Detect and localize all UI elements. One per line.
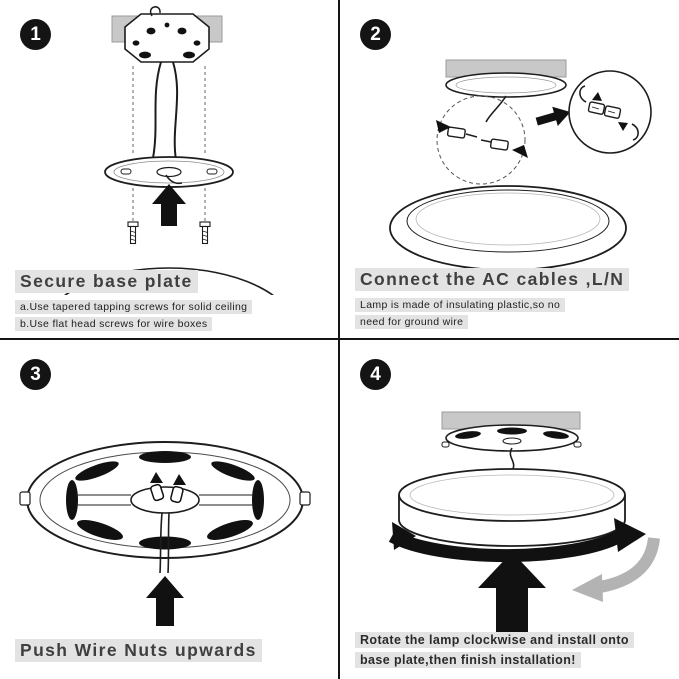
wire [152, 61, 162, 159]
step-4-panel: 4 [340, 340, 679, 679]
lamp-body-icon [389, 185, 627, 271]
step-1-panel: 1 [0, 0, 340, 340]
push-wire-nuts-illustration [19, 441, 311, 626]
wire-connector-right-icon [480, 138, 509, 151]
focus-dashed-circle [436, 95, 526, 185]
base-plate-icon [441, 424, 582, 452]
push-arrow-icon [512, 145, 528, 158]
base-plate-icon [445, 72, 567, 98]
step-2-number-badge: 2 [360, 19, 391, 50]
step-2-note-line2: need for ground wire [355, 314, 671, 329]
step-2-panel: 2 [340, 0, 679, 340]
wire [485, 95, 507, 123]
step-3-title: Push Wire Nuts upwards [15, 639, 262, 662]
push-arrow-icon [436, 120, 451, 133]
up-arrow-icon [146, 576, 184, 626]
step-3-panel: 3 [0, 340, 340, 679]
base-plate-icon [104, 156, 234, 188]
step-1-number-badge: 1 [20, 19, 51, 50]
wire [167, 512, 170, 574]
detail-arrow-icon [535, 106, 571, 126]
step-4-title-line2: base plate,then finish installation! [355, 651, 671, 670]
wire-connector-left-icon [446, 126, 478, 139]
magnified-connection-icon [568, 70, 652, 154]
step-1-title: Secure base plate [15, 269, 198, 293]
step-1-note-b: b.Use flat head screws for wire boxes [15, 316, 330, 331]
up-arrow-icon [152, 184, 186, 226]
step-4-number-badge: 4 [360, 359, 391, 390]
step-2-caption: Connect the AC cables ,L/N Lamp is made … [355, 267, 671, 329]
rotation-arrow-gray-icon [572, 537, 660, 602]
step-4-caption: Rotate the lamp clockwise and install on… [355, 631, 671, 670]
step-1-note-a: a.Use tapered tapping screws for solid c… [15, 299, 330, 314]
step-2-title: Connect the AC cables ,L/N [355, 267, 630, 291]
connect-cables-illustration [389, 59, 652, 271]
base-plate-underside-icon [19, 441, 311, 559]
step-4-title-line1: Rotate the lamp clockwise and install on… [355, 631, 671, 650]
junction-box-icon [124, 6, 210, 63]
mounting-screw-left-icon [127, 188, 139, 245]
up-arrow-icon [478, 552, 546, 634]
step-1-caption: Secure base plate a.Use tapered tapping … [15, 269, 330, 331]
step-3-number-badge: 3 [20, 359, 51, 390]
rotation-arrow-black-icon [388, 518, 646, 563]
step-3-caption: Push Wire Nuts upwards [15, 639, 330, 666]
step-2-note-line1: Lamp is made of insulating plastic,so no [355, 297, 671, 312]
secure-base-plate-illustration [64, 6, 274, 295]
lamp-body-icon [398, 468, 626, 547]
wire-nuts-icon [150, 472, 186, 504]
mounting-screw-right-icon [199, 188, 211, 245]
wire [159, 512, 163, 574]
wire [172, 61, 179, 161]
rotate-lamp-illustration [388, 411, 660, 634]
